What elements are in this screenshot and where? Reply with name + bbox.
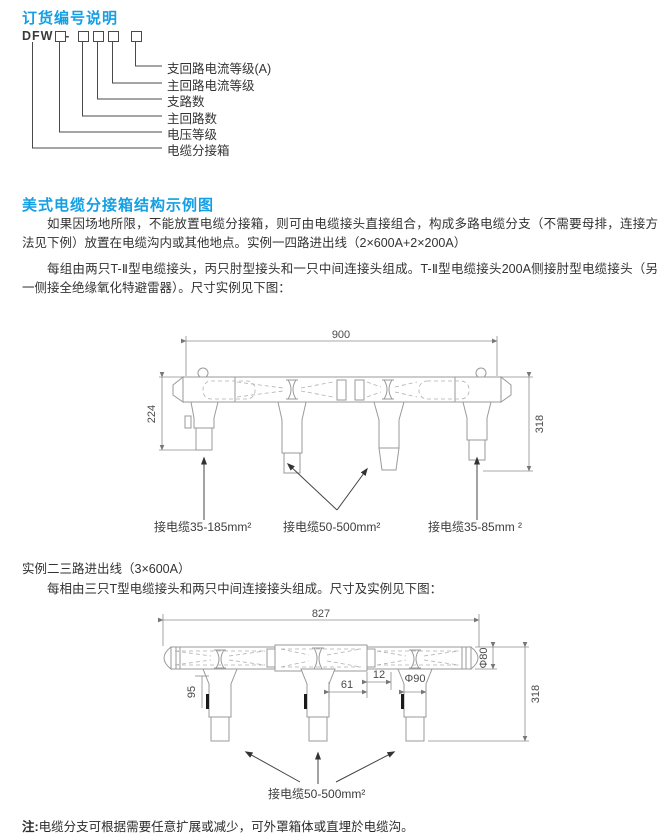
model-label-branch-current: 支回路电流等级(A): [167, 62, 272, 76]
example2-technical-drawing: 827 95 61: [157, 608, 542, 784]
cable-label-50-500: 接电缆50-500mm²: [283, 520, 381, 534]
dim-phi80: Φ80: [478, 647, 490, 668]
note-label: 注:: [22, 820, 39, 834]
example2-description: 每相由三只T型电缆接头和两只中间连接接头组成。尺寸及实例见下图：: [47, 582, 443, 596]
model-connector-lines: [32, 42, 162, 149]
paragraph-1: 如果因场地所限，不能放置电缆分接箱，则可由电缆接头直接组合，构成多路电缆分支（不…: [22, 217, 658, 250]
dim-224: 224: [146, 405, 158, 423]
model-label-main-current: 主回路电流等级: [167, 79, 255, 93]
footer-note: 注:电缆分支可根据需要任意扩展或减少，可外罩箱体或直埋於电缆沟。: [22, 816, 414, 835]
dim-900: 900: [332, 329, 350, 341]
cable-label-50-500-2: 接电缆50-500mm²: [268, 787, 366, 801]
dim-12: 12: [373, 669, 385, 681]
model-label-branch-count: 支路数: [167, 95, 205, 109]
dim-phi90: Φ90: [404, 673, 425, 685]
dim-827: 827: [312, 608, 330, 620]
paragraph-2: 每组由两只T-Ⅱ型电缆接头，丙只肘型接头和一只中间连接头组成。T-Ⅱ型电缆接头2…: [22, 262, 658, 295]
model-separator: -: [65, 28, 70, 43]
dim-61: 61: [341, 679, 353, 691]
model-label-box-type: 电缆分接箱: [167, 144, 230, 158]
cable-label-35-85: 接电缆35-85mm ²: [428, 520, 523, 534]
model-label-main-count: 主回路数: [167, 112, 218, 126]
model-box-4: [108, 31, 119, 42]
note-text: 电缆分支可根据需要任意扩展或减少，可外罩箱体或直埋於电缆沟。: [38, 820, 414, 834]
example2-title: 实例二三路进出线（3×600A）: [22, 562, 191, 576]
model-box-5: [131, 31, 142, 42]
cable-label-35-185: 接电缆35-185mm²: [154, 520, 252, 534]
dim-318-2: 318: [530, 685, 542, 703]
section2-title: 美式电缆分接箱结构示例图: [22, 197, 215, 214]
model-box-2: [78, 31, 89, 42]
model-label-voltage: 电压等级: [167, 128, 218, 142]
model-box-3: [93, 31, 104, 42]
section1-title: 订货编号说明: [22, 10, 119, 27]
dim-95: 95: [186, 686, 198, 698]
example1-technical-drawing: 900 224 318: [146, 329, 546, 520]
dim-318: 318: [534, 415, 546, 433]
model-box-1: [55, 31, 66, 42]
model-prefix: DFW: [22, 29, 54, 43]
model-code-diagram: DFW - 支回路电流等级(A) 主回路电流等级 支路数 主回路数 电压等级 电…: [22, 28, 642, 164]
